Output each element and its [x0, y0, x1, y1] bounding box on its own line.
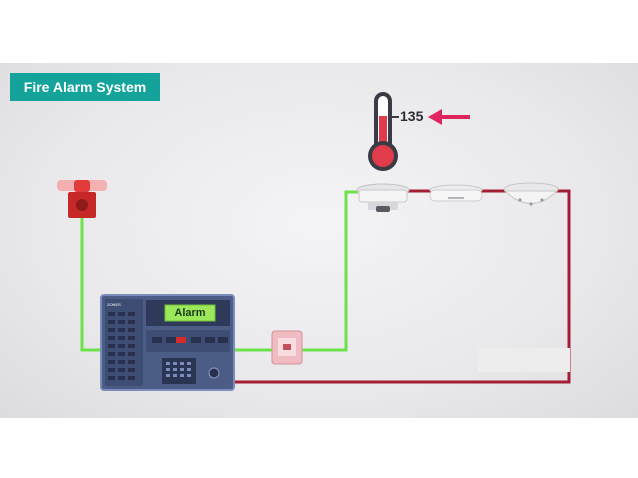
- alarm-strobe-icon: [57, 180, 107, 218]
- wire-return-loop: [234, 189, 571, 384]
- wire-pull-station-to-detector: [300, 190, 358, 352]
- label-placeholder-box: [478, 348, 570, 372]
- temperature-arrow-icon: [428, 109, 470, 125]
- heat-detector-icon: [356, 183, 410, 212]
- control-panel-icon: [100, 294, 235, 391]
- temperature-reading: 135: [400, 108, 424, 124]
- multi-sensor-detector-icon: [503, 182, 559, 206]
- diagram-title: Fire Alarm System: [10, 73, 160, 101]
- panel-zones-label: ZONES: [107, 302, 121, 307]
- smoke-detector-icon: [429, 184, 483, 202]
- manual-pull-station-icon: [271, 330, 303, 365]
- wire-strobe-to-panel: [80, 216, 103, 352]
- thermometer-icon: [368, 92, 399, 171]
- panel-display-text: Alarm: [174, 307, 206, 319]
